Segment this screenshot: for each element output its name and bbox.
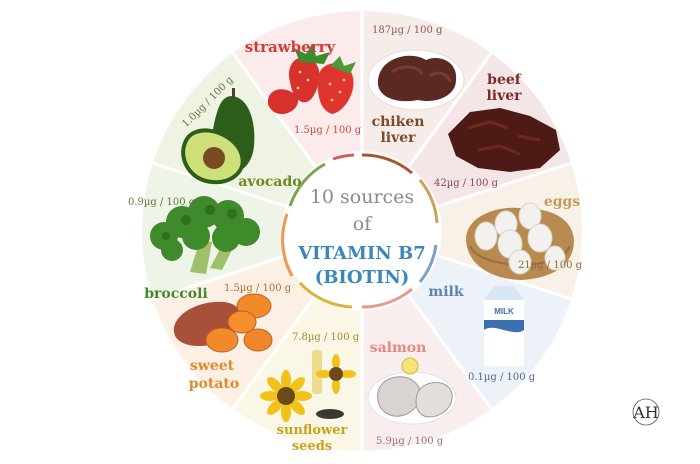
milk-carton-text: MILK: [494, 307, 514, 316]
avocado-label: avocado: [238, 174, 301, 190]
salmon-illustration: [367, 357, 457, 425]
center-line-4: (BIOTIN): [315, 267, 410, 288]
strawberry-illustration: [267, 44, 356, 115]
chicken-liver-illustration: [367, 49, 465, 111]
chicken-liver-label-2: liver: [380, 130, 416, 146]
avocado-illustration: [181, 88, 255, 185]
sunflower-label-1: sunflower: [277, 423, 348, 438]
beef-liver-label-1: beef: [487, 72, 522, 88]
sweet-potato-label-2: potato: [189, 376, 239, 392]
sweet-potato-label-1: sweet: [190, 358, 235, 374]
milk-label: milk: [428, 284, 463, 300]
salmon-label: salmon: [370, 340, 427, 356]
svg-text:AH: AH: [632, 403, 659, 422]
beef-liver-illustration: [448, 108, 560, 172]
sunflower-label-2: seeds: [292, 439, 332, 454]
center-line-3: VITAMIN B7: [297, 243, 426, 264]
sunflower-illustration: [260, 350, 356, 422]
strawberry-label: strawberry: [245, 38, 337, 56]
center-line-2: of: [353, 213, 373, 235]
salmon-amount: 5.9µg / 100 g: [376, 436, 444, 447]
sweet-potato-illustration: [173, 293, 273, 353]
strawberry-amount: 1.5µg / 100 g: [294, 125, 362, 136]
broccoli-illustration: [150, 196, 260, 274]
sunflower-amount: 7.8µg / 100 g: [292, 332, 360, 343]
eggs-amount: 21µg / 100 g: [518, 260, 583, 271]
broccoli-label: broccoli: [144, 286, 208, 302]
milk-amount: 0.1µg / 100 g: [468, 372, 536, 383]
sweet-potato-amount: 1.5µg / 100 g: [224, 283, 292, 294]
eggs-illustration: [466, 202, 574, 280]
eggs-label: eggs: [544, 194, 580, 210]
broccoli-amount: 0.9µg / 100 g: [128, 197, 196, 208]
center-disk: [281, 151, 442, 311]
chicken-liver-label-1: chiken: [372, 114, 425, 130]
ah-logo: AH: [632, 398, 660, 426]
milk-carton-illustration: MILK: [484, 286, 524, 366]
chicken-liver-amount: 187µg / 100 g: [372, 25, 443, 36]
beef-liver-label-2: liver: [486, 88, 522, 104]
center-line-1: 10 sources: [310, 186, 414, 208]
beef-liver-amount: 42µg / 100 g: [434, 178, 499, 189]
